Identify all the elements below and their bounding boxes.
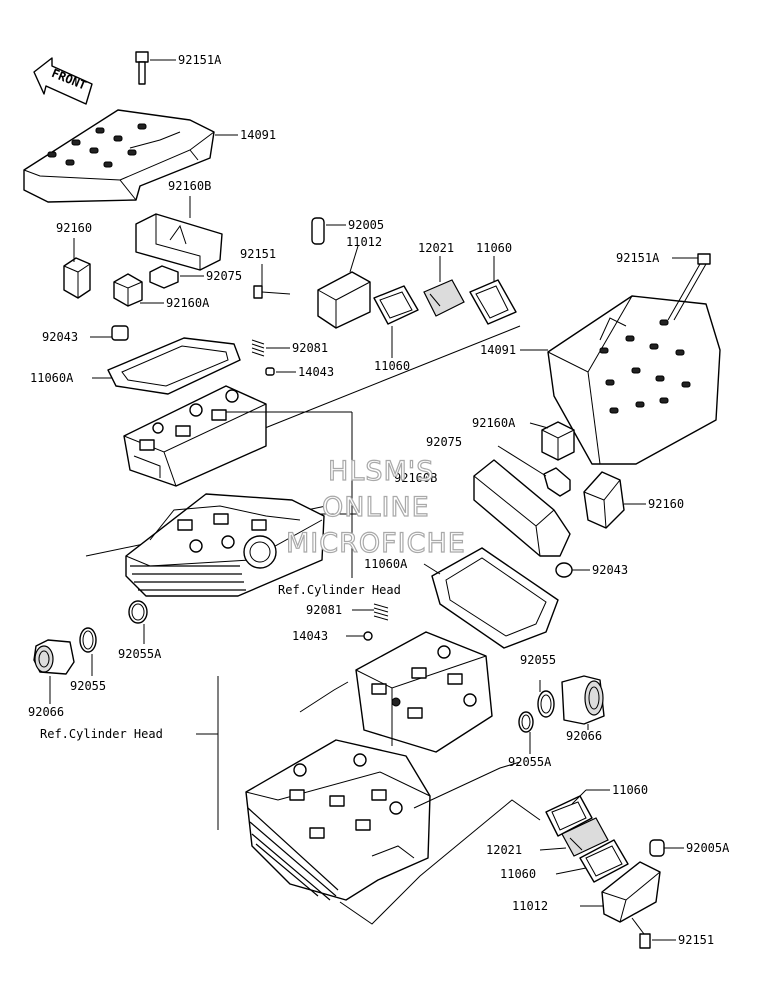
label-11012-bottom: 11012 [512, 899, 548, 913]
label-11060A-left: 11060A [30, 371, 74, 385]
oring-92055A-left [128, 600, 148, 624]
guide-line [259, 325, 521, 431]
label-92005-top: 92005 [348, 218, 384, 232]
label-92151-mid: 92151 [240, 247, 276, 261]
label-92151-bottom: 92151 [678, 933, 714, 947]
label-92160-right: 92160 [648, 497, 684, 511]
watermark-line-3: MICROFICHE [286, 528, 466, 559]
label-92055-left: 92055 [70, 679, 106, 693]
bolt-92151-bottom [631, 917, 651, 949]
label-11012-top: 11012 [346, 235, 382, 249]
label-92043-left: 92043 [42, 330, 78, 344]
spring-92081-lower [373, 603, 389, 621]
label-92081-lower: 92081 [306, 603, 342, 617]
label-92005A-bottom: 92005A [686, 841, 730, 855]
cylinder-head-lower-right [355, 631, 493, 753]
plug-92066-right [561, 675, 605, 725]
label-14043-lower: 14043 [292, 629, 328, 643]
breather-cover-11012-top [317, 271, 371, 329]
bolt-92151-mid [253, 285, 291, 299]
label-92055A-right: 92055A [508, 755, 552, 769]
gasket-11060A-left [107, 337, 241, 395]
gasket-11060-mid [373, 285, 419, 325]
gasket-11060A-right [431, 547, 559, 649]
label-11060-bottom: 11060 [612, 783, 648, 797]
watermark: HLSM'S ONLINE MICROFICHE [285, 455, 466, 559]
front-arrow-icon: FRONT [33, 57, 93, 105]
watermark-line-1: HLSM'S [328, 456, 434, 487]
label-92081-top: 92081 [292, 341, 328, 355]
label-92160A-left: 92160A [166, 296, 210, 310]
label-92055-right: 92055 [520, 653, 556, 667]
label-11060A-right: 11060A [364, 557, 408, 571]
bolt-92151A-right [667, 253, 711, 321]
ball-14043-top [265, 367, 275, 376]
label-92160-left: 92160 [56, 221, 92, 235]
ball-14043-lower [363, 631, 373, 641]
label-92055A-left: 92055A [118, 647, 162, 661]
gasket-11060-bottom2 [579, 839, 629, 883]
label-11060-topright: 11060 [476, 241, 512, 255]
damper-92075-right [543, 467, 571, 497]
label-92066-right: 92066 [566, 729, 602, 743]
bracket-92160-left [63, 257, 91, 299]
bracket-92160A-left [113, 273, 143, 307]
plug-92066-left [33, 639, 75, 675]
label-92151A-top: 92151A [178, 53, 222, 67]
spring-92081-top [251, 339, 265, 357]
label-14091-right: 14091 [480, 343, 516, 357]
oring-92055A-right [518, 711, 534, 733]
reed-12021-top [423, 279, 465, 317]
reed-12021-bottom [561, 817, 609, 857]
ref-cylinder-head-lower: Ref.Cylinder Head [40, 727, 163, 741]
dowel-92043-right [555, 562, 573, 578]
cylinder-head-upper-left [123, 385, 267, 487]
bracket-92160-right [583, 471, 625, 529]
bracket-92160A-right [541, 421, 575, 461]
label-12021-top: 12021 [418, 241, 454, 255]
cylinder-head-main-upper [125, 493, 325, 597]
breather-cover-11012-bottom [601, 861, 661, 923]
guide-line [413, 761, 521, 809]
label-12021-bottom: 12021 [486, 843, 522, 857]
label-92075-left: 92075 [206, 269, 242, 283]
label-14091-top: 14091 [240, 128, 276, 142]
damper-92075-left [149, 265, 179, 289]
guide-line [299, 681, 349, 713]
oring-92055-right [537, 690, 555, 718]
rocker-cover-top-left [23, 109, 215, 203]
oring-92055-left [79, 627, 97, 653]
label-14043-top: 14043 [298, 365, 334, 379]
label-92160B-top: 92160B [168, 179, 211, 193]
label-11060-bottom2: 11060 [500, 867, 536, 881]
label-11060-mid: 11060 [374, 359, 410, 373]
watermark-line-2: ONLINE [322, 492, 430, 523]
gasket-11060-topright [469, 279, 517, 325]
breather-cap-92005A-bottom [649, 839, 665, 857]
label-92075-right: 92075 [426, 435, 462, 449]
guide-line [339, 799, 541, 925]
rocker-cover-right [547, 295, 721, 465]
cover-92160B-right [473, 459, 571, 557]
cylinder-head-main-lower [245, 739, 431, 901]
label-92160B-right: 92160B [394, 471, 437, 485]
ref-cylinder-head-upper: Ref.Cylinder Head [278, 583, 401, 597]
dowel-92043-left [111, 325, 129, 341]
label-92043-right: 92043 [592, 563, 628, 577]
label-92160A-right: 92160A [472, 416, 516, 430]
cover-92160B-top [135, 213, 223, 271]
gasket-11060-bottom [545, 795, 593, 837]
label-92151A-right: 92151A [616, 251, 660, 265]
bolt-92151A-top [135, 51, 176, 85]
breather-cap-92005-top [311, 217, 325, 245]
label-92066-left: 92066 [28, 705, 64, 719]
